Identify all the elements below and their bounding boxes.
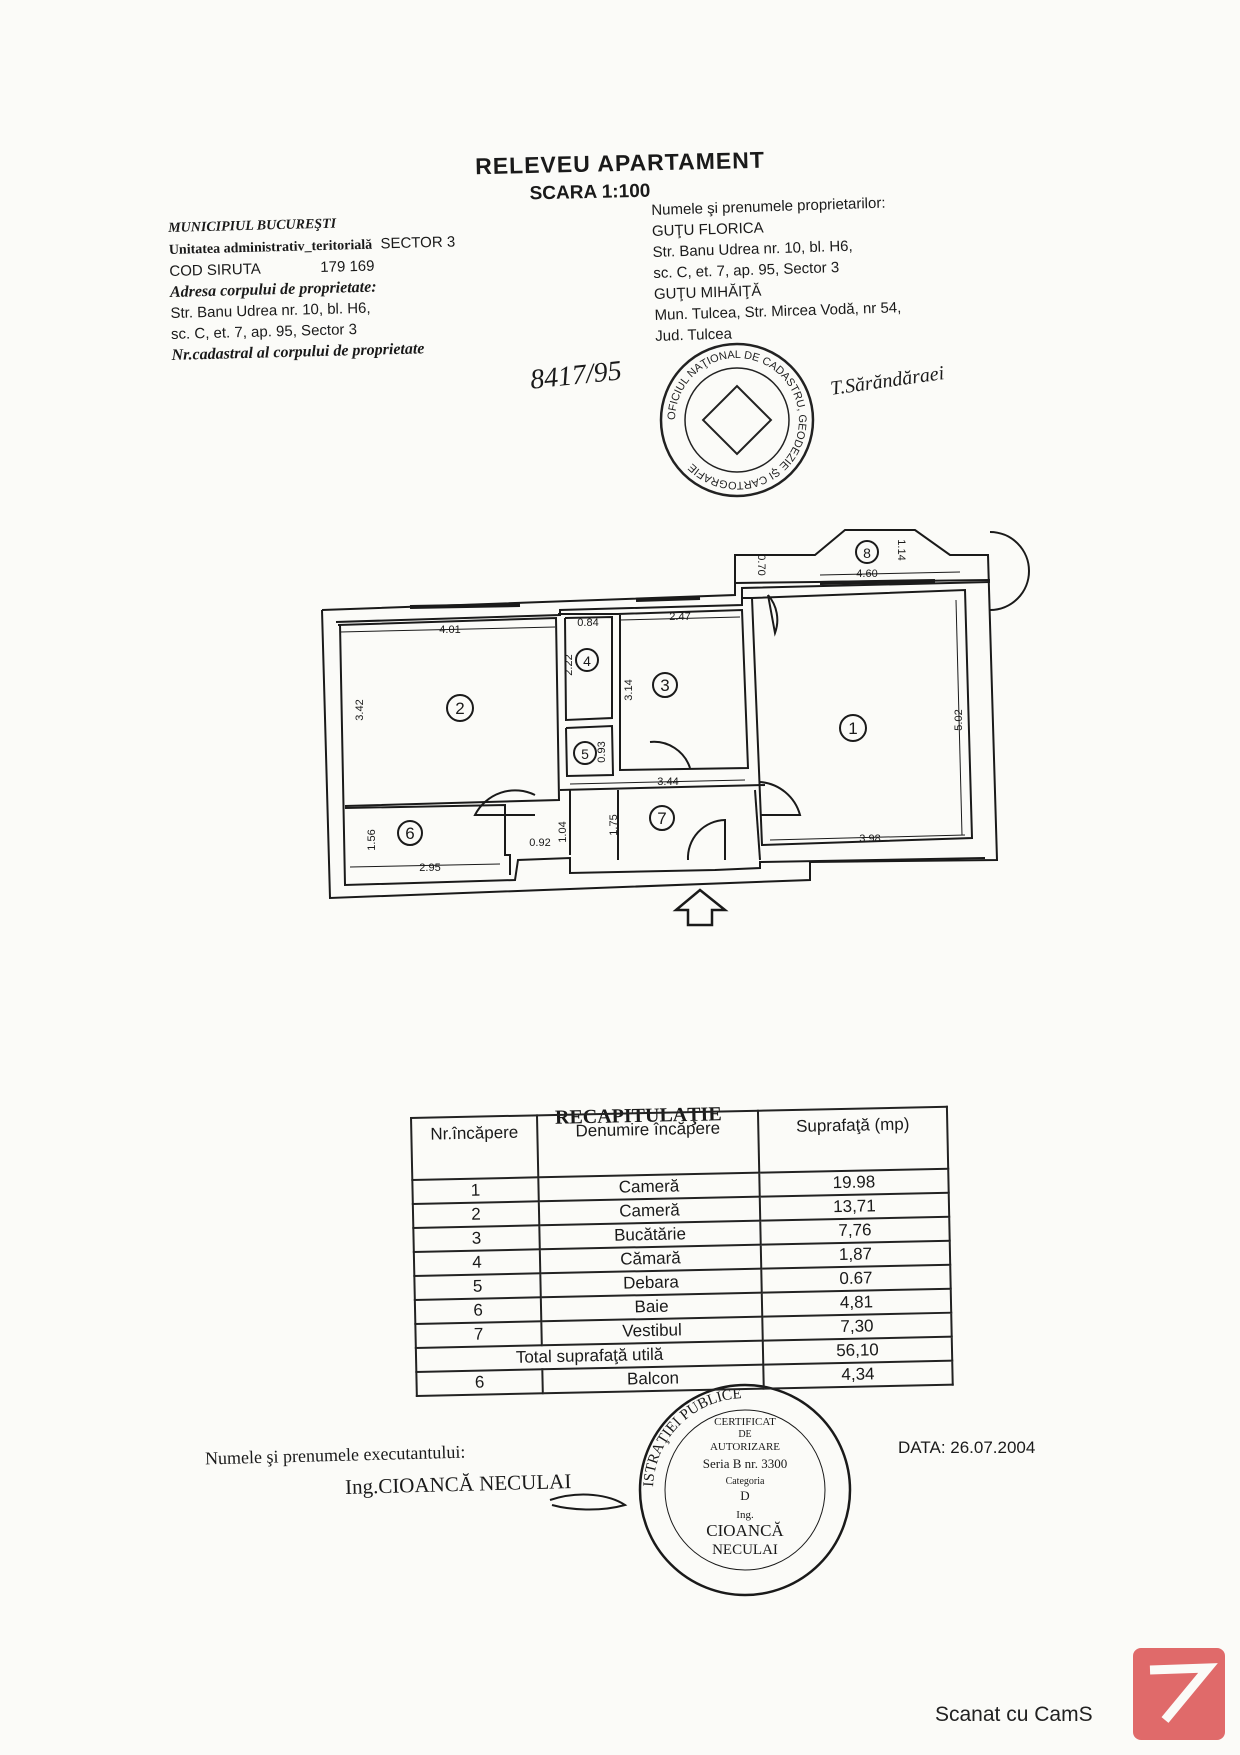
dim-2-22: 2.22 xyxy=(563,654,575,675)
svg-text:2: 2 xyxy=(455,699,464,718)
col-header-nr: Nr.încăpere xyxy=(411,1115,539,1180)
room-numbers: 1 2 3 4 5 6 7 8 xyxy=(397,540,879,846)
svg-text:5: 5 xyxy=(581,746,589,762)
dim-3-42: 3.42 xyxy=(354,699,366,720)
room-3: 3 xyxy=(652,672,678,698)
recap-table: Nr.încăpere Denumire încăpere Suprafaţă … xyxy=(410,1106,954,1397)
recap-table-wrap: Nr.încăpere Denumire încăpere Suprafaţă … xyxy=(410,1106,954,1397)
room-4: 4 xyxy=(575,648,599,672)
svg-text:6: 6 xyxy=(405,824,414,843)
svg-text:3: 3 xyxy=(660,676,669,695)
plan-walls xyxy=(321,529,1030,927)
dim-1-56: 1.56 xyxy=(366,829,378,850)
table-header-row: Nr.încăpere Denumire încăpere Suprafaţă … xyxy=(411,1106,949,1180)
svg-text:8: 8 xyxy=(863,545,871,561)
room-1: 1 xyxy=(839,714,867,742)
stamp-l8: CIOANCĂ xyxy=(706,1521,784,1540)
balcony-label: Balcon xyxy=(542,1364,764,1394)
cadastre-stamp-ring: OFICIUL NAŢIONAL DE CADASTRU, GEODEZIE Ş… xyxy=(666,349,808,491)
svg-text:OFICIUL NAŢIONAL DE CADASTRU,: OFICIUL NAŢIONAL DE CADASTRU, GEODEZIE Ş… xyxy=(666,349,808,491)
executant-signature xyxy=(549,1493,628,1511)
dim-2-47: 2.47 xyxy=(669,611,690,623)
stamp-l9: NECULAI xyxy=(712,1542,778,1558)
stamp-l7: Ing. xyxy=(736,1509,754,1521)
col-header-name: Denumire încăpere xyxy=(536,1110,760,1178)
stamp-l2: DE xyxy=(738,1429,751,1440)
dim-2-95: 2.95 xyxy=(419,862,440,874)
dim-3-14: 3.14 xyxy=(623,679,635,700)
room-7: 7 xyxy=(649,805,675,831)
stamp-l5: Categoria xyxy=(726,1476,765,1487)
room-5: 5 xyxy=(573,741,597,765)
dimensions: 4.01 0.84 2.47 4.60 1.14 0.70 3.42 2.22 … xyxy=(339,539,966,874)
stamp-l4: Seria B nr. 3300 xyxy=(703,1456,788,1471)
dim-0-93: 0.93 xyxy=(596,741,608,762)
dim-0-92: 0.92 xyxy=(529,837,550,849)
balcony-nr: 6 xyxy=(416,1369,543,1396)
stamp-l6: D xyxy=(740,1488,749,1503)
svg-text:1: 1 xyxy=(848,719,857,738)
document-date: DATA: 26.07.2004 xyxy=(898,1438,1036,1457)
camscanner-logo xyxy=(1133,1648,1225,1740)
stamp-l3: AUTORIZARE xyxy=(710,1441,780,1453)
dim-1-04: 1.04 xyxy=(557,821,569,842)
dim-4-01: 4.01 xyxy=(439,624,460,636)
balcony-value: 4,34 xyxy=(763,1360,953,1389)
room-2: 2 xyxy=(446,694,474,722)
dim-5-02: 5.02 xyxy=(953,709,965,730)
stamp-l1: CERTIFICAT xyxy=(714,1416,776,1428)
scanner-watermark: Scanat cu CamS xyxy=(935,1703,1093,1726)
dim-3-98: 3.98 xyxy=(859,833,880,845)
svg-text:4: 4 xyxy=(583,653,591,669)
dim-0-70: 0.70 xyxy=(755,554,767,575)
room-6: 6 xyxy=(397,820,423,846)
dim-1-14: 1.14 xyxy=(895,539,907,560)
dim-3-44: 3.44 xyxy=(657,776,678,788)
room-8: 8 xyxy=(855,540,879,564)
dim-1-75: 1.75 xyxy=(608,814,620,835)
svg-text:7: 7 xyxy=(657,809,666,828)
dim-4-60: 4.60 xyxy=(856,568,877,580)
col-header-area: Suprafaţă (mp) xyxy=(757,1106,949,1173)
cadastre-stamp: OFICIUL NAŢIONAL DE CADASTRU, GEODEZIE Ş… xyxy=(659,342,815,498)
dim-0-84: 0.84 xyxy=(577,617,598,629)
